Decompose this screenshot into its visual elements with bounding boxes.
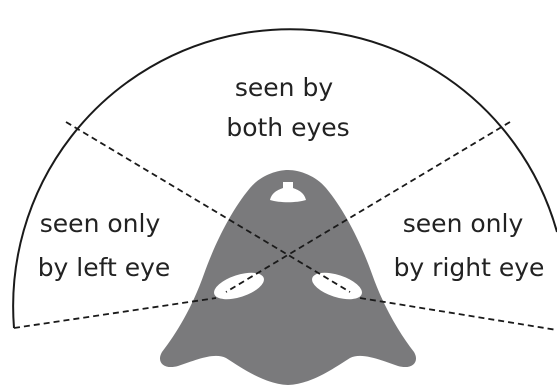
binocular-zone-label: seen by both eyes (226, 73, 349, 142)
right-eye-zone-label: seen only by right eye (394, 209, 545, 282)
left-eye-zone-label: seen only by left eye (38, 209, 171, 282)
right-zone-label-line-1: seen only (403, 209, 524, 238)
left-zone-label-line-1: seen only (40, 209, 161, 238)
binocular-label-line-1: seen by (235, 73, 333, 102)
binocular-label-line-2: both eyes (226, 113, 349, 142)
right-zone-label-line-2: by right eye (394, 253, 545, 282)
left-zone-label-line-2: by left eye (38, 253, 171, 282)
